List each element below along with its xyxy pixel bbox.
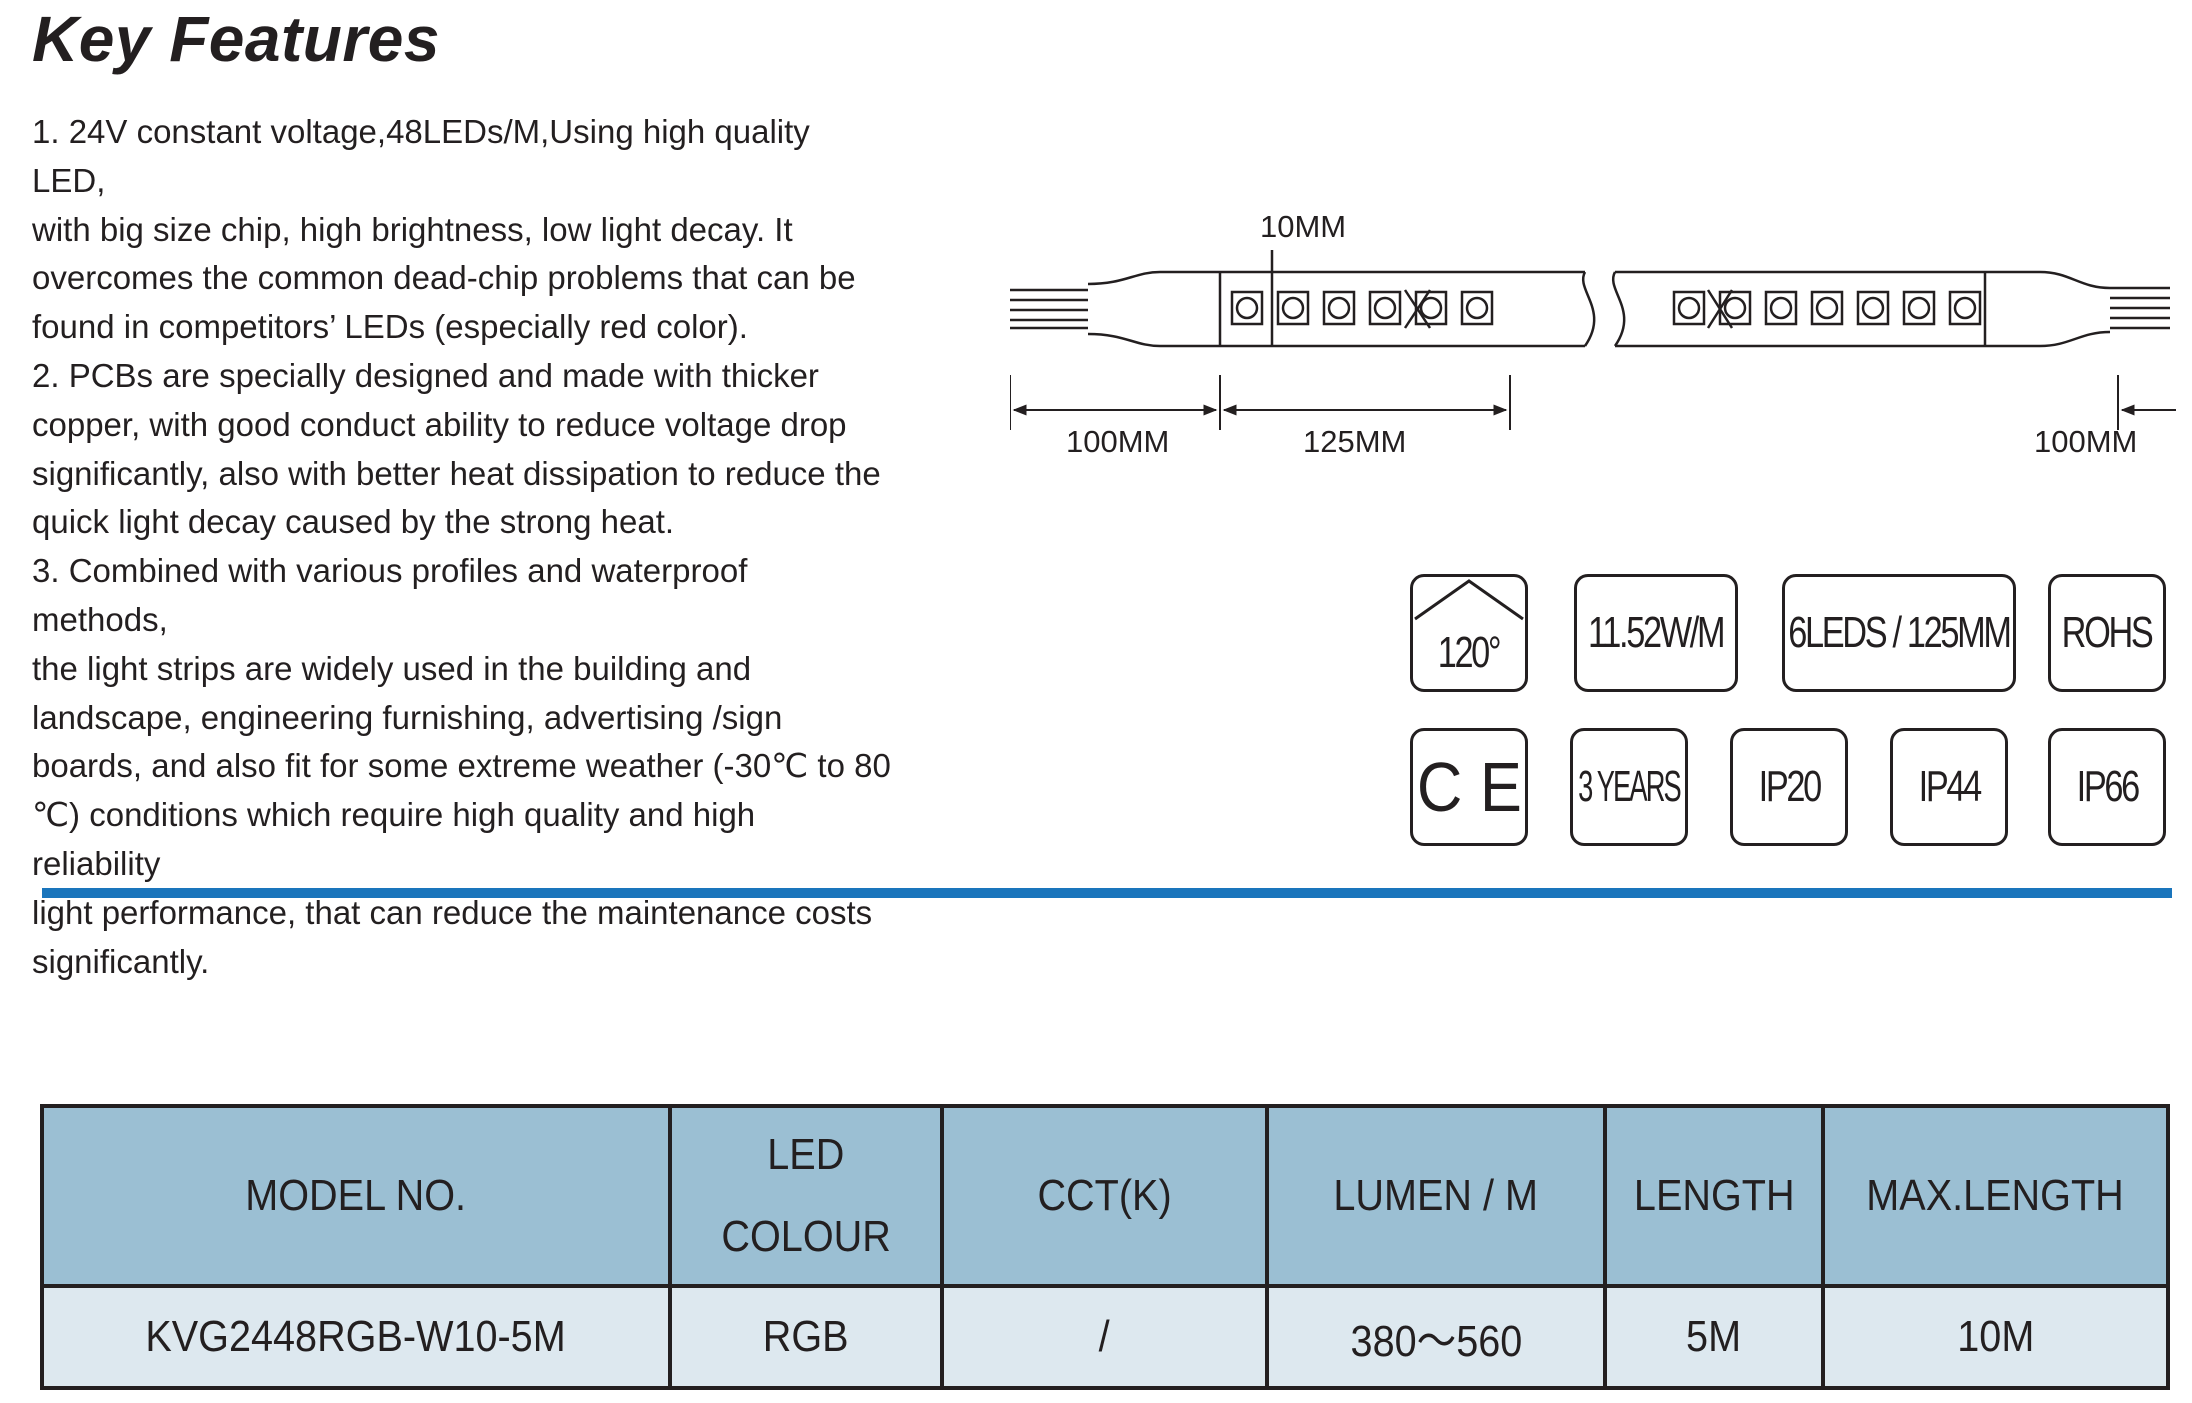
features-line: ℃) conditions which require high quality…	[32, 796, 756, 882]
led-chip	[1902, 290, 1936, 326]
features-line: copper, with good conduct ability to red…	[32, 405, 847, 443]
left-lead-dimension-label: 100MM	[1066, 424, 1169, 459]
features-line: found in competitors’ LEDs (especially r…	[32, 308, 748, 346]
cell-max-length-value: 10M	[1956, 1312, 2035, 1361]
led-chip	[1368, 290, 1402, 326]
cell-length: 5M	[1603, 1284, 1825, 1390]
ip20-label: IP20	[1758, 762, 1822, 811]
cell-lumen-value: 380～560	[1350, 1317, 1522, 1366]
cell-model-value: KVG2448RGB-W10-5M	[145, 1312, 567, 1361]
spec-table: MODEL NO. LED COLOUR CCT(K) LUMEN / M LE…	[40, 1104, 2170, 1390]
table-row: KVG2448RGB-W10-5M RGB / 380～560 5M 10M	[40, 1284, 2170, 1390]
ip20-badge: IP20	[1730, 728, 1848, 846]
ip44-badge: IP44	[1890, 728, 2008, 846]
led-chip-lens	[1235, 296, 1259, 320]
ip44-label: IP44	[1918, 762, 1982, 811]
section-divider	[42, 888, 2172, 898]
led-chip	[1322, 290, 1356, 326]
ip66-badge: IP66	[2048, 728, 2166, 846]
features-line: significantly.	[32, 942, 210, 980]
leds-per-cut-badge: 6LEDS / 125MM	[1782, 574, 2016, 692]
segment-dimension-label: 125MM	[1303, 424, 1406, 459]
rohs-label: ROHS	[2062, 608, 2154, 657]
header-model-label: MODEL NO.	[245, 1171, 467, 1220]
led-chip	[1718, 290, 1752, 326]
features-line: light performance, that can reduce the m…	[32, 893, 873, 931]
led-chip	[1948, 290, 1982, 326]
features-line: landscape, engineering furnishing, adver…	[32, 698, 783, 736]
cell-model: KVG2448RGB-W10-5M	[40, 1284, 672, 1390]
features-line: quick light decay caused by the strong h…	[32, 503, 675, 541]
led-chip	[1414, 290, 1448, 326]
width-dimension-label: 10MM	[1260, 209, 1346, 244]
led-chip-lens	[1723, 296, 1747, 320]
led-chip-lens	[1281, 296, 1305, 320]
power-value: 11.52W/M	[1588, 608, 1725, 657]
features-line: 1. 24V constant voltage,48LEDs/M,Using h…	[32, 113, 810, 199]
header-model: MODEL NO.	[40, 1104, 672, 1288]
led-chip	[1460, 290, 1494, 326]
cell-cct-value: /	[1098, 1312, 1110, 1361]
warranty-value: 3 YEARS	[1578, 762, 1682, 811]
led-chip-lens	[1677, 296, 1701, 320]
beam-angle-icon	[1414, 579, 1524, 621]
header-led-colour-line1: LED	[767, 1130, 845, 1179]
header-max-length: MAX.LENGTH	[1821, 1104, 2170, 1288]
header-length: LENGTH	[1603, 1104, 1825, 1288]
cell-led-colour-value: RGB	[763, 1312, 849, 1361]
features-line: 3. Combined with various profiles and wa…	[32, 552, 748, 638]
cell-length-value: 5M	[1686, 1312, 1742, 1361]
led-chip-lens	[1815, 296, 1839, 320]
header-cct: CCT(K)	[940, 1104, 1269, 1288]
warranty-badge: 3 YEARS	[1570, 728, 1688, 846]
led-chip-lens	[1373, 296, 1397, 320]
section-heading: Key Features	[32, 3, 440, 75]
ce-badge: C E	[1410, 728, 1528, 846]
led-chip	[1764, 290, 1798, 326]
led-chip	[1856, 290, 1890, 326]
led-chip	[1276, 290, 1310, 326]
led-chip-lens	[1953, 296, 1977, 320]
table-header-row: MODEL NO. LED COLOUR CCT(K) LUMEN / M LE…	[40, 1104, 2170, 1288]
led-chip	[1230, 290, 1264, 326]
led-chip-lens	[1769, 296, 1793, 320]
header-max-length-label: MAX.LENGTH	[1866, 1171, 2125, 1220]
features-line: with big size chip, high brightness, low…	[32, 210, 793, 248]
cell-max-length: 10M	[1821, 1284, 2170, 1390]
header-led-colour-line2: COLOUR	[721, 1212, 891, 1261]
header-lumen-label: LUMEN / M	[1333, 1171, 1539, 1220]
right-lead-dimension-label: 100MM	[2034, 424, 2137, 459]
features-line: overcomes the common dead-chip problems …	[32, 259, 856, 297]
cell-lumen: 380～560	[1265, 1284, 1607, 1390]
cell-led-colour: RGB	[668, 1284, 944, 1390]
led-chip-lens	[1419, 296, 1443, 320]
rohs-badge: ROHS	[2048, 574, 2166, 692]
beam-angle-badge: 120°	[1410, 574, 1528, 692]
header-length-label: LENGTH	[1633, 1171, 1795, 1220]
header-led-colour: LED COLOUR	[668, 1104, 944, 1288]
ce-mark: C E	[1416, 748, 1522, 826]
led-chip-lens	[1465, 296, 1489, 320]
leds-per-cut-value: 6LEDS / 125MM	[1788, 608, 2012, 657]
led-chip-lens	[1327, 296, 1351, 320]
cell-cct: /	[940, 1284, 1269, 1390]
features-line: 2. PCBs are specially designed and made …	[32, 356, 819, 394]
header-lumen: LUMEN / M	[1265, 1104, 1607, 1288]
led-chip-lens	[1861, 296, 1885, 320]
features-line: boards, and also fit for some extreme we…	[32, 747, 891, 785]
power-badge: 11.52W/M	[1574, 574, 1738, 692]
led-chip	[1672, 290, 1706, 326]
features-text: 1. 24V constant voltage,48LEDs/M,Using h…	[32, 108, 892, 986]
beam-angle-value: 120°	[1438, 628, 1502, 677]
strip-drawing: 10MM 100MM 125MM 100MM	[1010, 209, 2176, 459]
features-line: significantly, also with better heat dis…	[32, 454, 881, 492]
ip66-label: IP66	[2076, 762, 2140, 811]
header-cct-label: CCT(K)	[1037, 1171, 1172, 1220]
led-chip	[1810, 290, 1844, 326]
features-line: the light strips are widely used in the …	[32, 649, 752, 687]
led-chip-lens	[1907, 296, 1931, 320]
